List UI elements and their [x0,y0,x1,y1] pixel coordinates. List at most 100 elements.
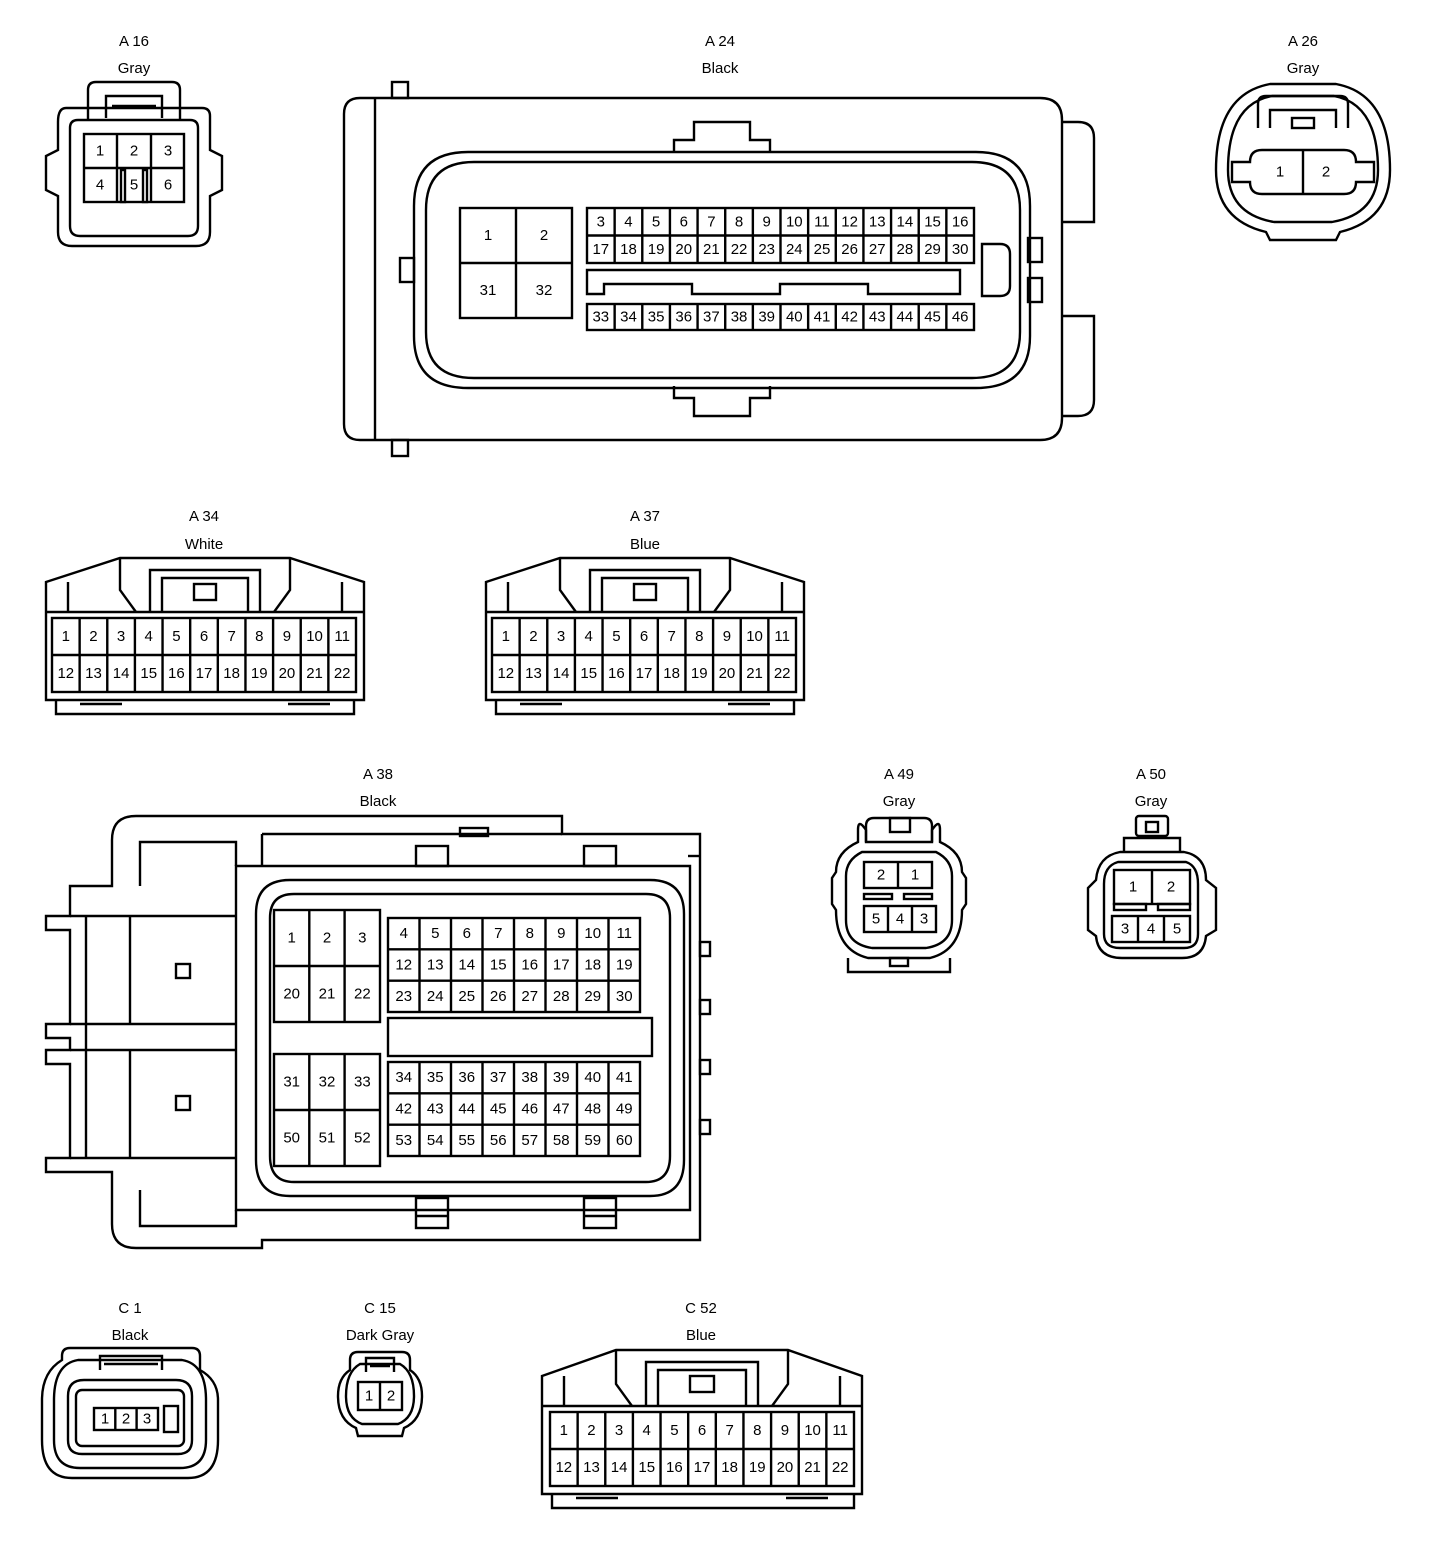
connector-a24-pin: 18 [620,241,637,258]
connector-a38-pin: 48 [584,1101,601,1118]
connector-a37-pin: 10 [746,628,763,645]
connector-a24-pin: 31 [480,282,497,299]
connector-a24-pin: 33 [592,309,609,326]
connector-a37-pin: 14 [553,665,570,682]
connector-a34-pin: 10 [306,628,323,645]
connector-a26-color: Gray [1287,60,1320,77]
connector-a38-pin: 55 [458,1132,475,1149]
connector-a38-pin: 44 [458,1101,475,1118]
connector-a38-pin: 7 [494,925,502,942]
connector-a34-pin: 21 [306,665,323,682]
connector-a24-pin: 43 [869,309,886,326]
connector-a50-pin: 2 [1167,879,1175,896]
connector-a38-color: Black [360,793,397,810]
connector-c1-body [40,1346,220,1480]
connector-a34-pin: 13 [85,665,102,682]
connector-a50-pin: 5 [1173,921,1181,938]
connector-c1-id: C 1 [118,1300,141,1317]
connector-a38-pin: 32 [319,1074,336,1091]
connector-a38-pin: 47 [553,1101,570,1118]
connector-c15-pin: 1 [365,1388,373,1405]
connector-a16-pin: 3 [164,143,172,160]
connector-a38-pin: 38 [521,1069,538,1086]
connector-c52-pin: 17 [694,1459,711,1476]
connector-a26-pin: 1 [1276,164,1284,181]
connector-a38-pin: 23 [395,988,412,1005]
connector-c52-pin: 8 [753,1422,761,1439]
connector-c52-pin: 20 [777,1459,794,1476]
connector-a24-pin: 15 [924,213,941,230]
connector-a24-pin: 46 [952,309,969,326]
connector-a34-pin: 2 [89,628,97,645]
connector-a24-pin: 38 [731,309,748,326]
connector-a37-pin: 7 [667,628,675,645]
connector-a24-pin: 44 [897,309,914,326]
connector-a34-id: A 34 [189,508,219,525]
connector-a49-id: A 49 [884,766,914,783]
connector-a34-pin: 11 [334,628,350,645]
connector-a50-pin: 1 [1129,879,1137,896]
connector-a34-pin: 6 [200,628,208,645]
connector-c52-id: C 52 [685,1300,717,1317]
connector-a24-id: A 24 [705,33,735,50]
connector-a38: A 38 Black [44,766,712,1250]
connector-a26-body [1214,82,1392,242]
connector-a24-housing [342,96,1064,442]
connector-a38-pin: 37 [490,1069,507,1086]
connector-a37-color: Blue [630,536,660,553]
connector-a34-pin: 9 [283,628,291,645]
connector-a24-pin: 32 [536,282,553,299]
connector-a37-pin: 18 [663,665,680,682]
connector-a34-pin: 17 [196,665,213,682]
connector-a34-pin: 15 [140,665,157,682]
connector-a24-pin: 7 [707,213,715,230]
connector-c1-pin: 2 [122,1411,130,1428]
connector-a38-pin: 5 [431,925,439,942]
connector-a50-id: A 50 [1136,766,1166,783]
connector-a24-pin: 40 [786,309,803,326]
connector-a37-id: A 37 [630,508,660,525]
connector-a38-pin: 17 [553,957,570,974]
connector-a24-pin: 14 [897,213,914,230]
connector-a38-pin: 46 [521,1101,538,1118]
connector-a24-pin: 11 [814,213,830,230]
connector-a26: A 26 Gray 1 2 [1214,33,1392,242]
connector-a37-pin: 9 [723,628,731,645]
connector-a24-pin: 22 [731,241,748,258]
connector-a24-pin: 25 [814,241,831,258]
connector-a38-pin: 45 [490,1101,507,1118]
connector-a37-pin: 19 [691,665,708,682]
connector-a24-color: Black [702,60,739,77]
connector-a38-pin: 26 [490,988,507,1005]
connector-c52-pin: 14 [611,1459,628,1476]
connector-c52-pin: 3 [615,1422,623,1439]
connector-a50-color: Gray [1135,793,1168,810]
connector-c52-pin: 19 [749,1459,766,1476]
connector-a34-pin: 8 [255,628,263,645]
connector-a38-pin: 42 [395,1101,412,1118]
connector-a24-pin: 39 [758,309,775,326]
connector-a24-pin: 36 [675,309,692,326]
connector-a24-pin: 2 [540,227,548,244]
connector-a38-pin: 40 [584,1069,601,1086]
connector-a38-pin: 24 [427,988,444,1005]
connector-c52-pin: 18 [721,1459,738,1476]
connector-a24-pin: 34 [620,309,637,326]
connector-c1-color: Black [112,1327,149,1344]
connector-c52-pin: 5 [670,1422,678,1439]
connector-a24-pin: 29 [924,241,941,258]
connector-a24-pin: 12 [841,213,858,230]
connector-a49: A 49 Gray 2 1 5 4 3 [830,766,968,974]
connector-a37-pin: 20 [719,665,736,682]
connector-a24-pin: 45 [924,309,941,326]
connector-a50-body [1086,850,1218,960]
connector-a38-pin: 53 [395,1132,412,1149]
connector-a38-pin: 18 [584,957,601,974]
connector-c52-pin: 22 [832,1459,849,1476]
